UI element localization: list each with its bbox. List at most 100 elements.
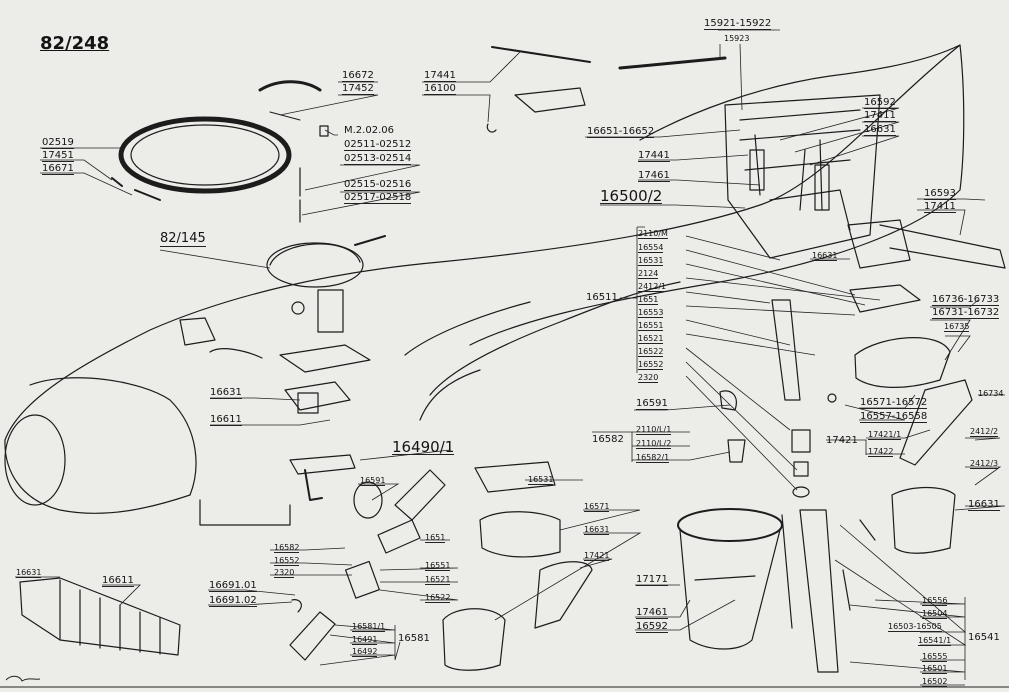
part-label: 16735: [944, 322, 970, 332]
assembly-reference-16490: 16490/1: [392, 438, 455, 456]
part-label: 16522: [425, 593, 451, 603]
part-label: 16631: [864, 124, 896, 136]
part-label: 2412/2: [970, 427, 999, 437]
part-label: 16691.01: [209, 580, 257, 592]
part-label: 16521: [638, 334, 664, 344]
part-label: 16552: [638, 360, 664, 370]
part-label: 16582: [274, 543, 300, 553]
part-label: 16672: [342, 70, 374, 82]
part-label: 2110/M: [638, 229, 668, 239]
part-label: 16591: [636, 398, 668, 410]
part-label: 17452: [342, 83, 374, 95]
right-side-parts: [719, 219, 1006, 554]
part-label: 17421/1: [868, 430, 902, 440]
seat-pan-left: [19, 577, 181, 656]
part-label: 16571-16572: [860, 397, 928, 409]
telescopic-unit: [771, 299, 811, 498]
cockpit-panel: [279, 344, 371, 414]
assembly-reference-16500: 16500/2: [600, 187, 663, 205]
part-label: 16531: [528, 475, 554, 485]
part-label: 1651: [638, 295, 659, 305]
cartridge-16581: [289, 611, 336, 661]
part-label: 2320: [638, 373, 659, 383]
part-label: 16631: [210, 387, 242, 399]
part-label: 16592: [864, 97, 896, 109]
part-label: 16511: [586, 292, 618, 303]
part-label: 16592: [636, 621, 668, 633]
part-label: 16541: [968, 632, 1000, 643]
rod-15921: [618, 56, 727, 70]
drawing-number: 82/248: [40, 33, 110, 54]
part-label: 16491: [352, 635, 378, 645]
cylinder-17171: [677, 508, 783, 650]
part-label: 16501: [922, 664, 948, 674]
part-label: 16555: [922, 652, 948, 662]
part-label: 16736-16733: [932, 294, 1000, 306]
part-label: 16731-16732: [932, 307, 1000, 319]
part-label: 2412/3: [970, 459, 999, 469]
part-label: 02511-02512: [344, 139, 412, 151]
part-label: 16581: [398, 633, 430, 644]
part-label: 02519: [42, 137, 74, 149]
part-label: 16504: [922, 609, 948, 619]
part-label: 2110/L/1: [636, 425, 672, 435]
part-label: 17441: [638, 150, 670, 162]
part-label: 16552: [274, 556, 300, 566]
bracket-17441: [514, 87, 586, 113]
part-label: 16502: [922, 677, 948, 687]
part-label: 16631: [812, 251, 838, 261]
part-label: 17461: [638, 170, 670, 182]
part-label: 16551: [425, 561, 451, 571]
part-label: 16671: [42, 163, 74, 175]
part-label: 16521: [425, 575, 451, 585]
part-label: 02513-02514: [344, 153, 412, 165]
part-label: 16611: [210, 414, 242, 426]
part-label: M.2.02.06: [344, 125, 394, 136]
part-label: 16551: [638, 321, 664, 331]
part-label: 16554: [638, 243, 664, 253]
part-label: 17421: [826, 435, 858, 446]
part-label: 16531: [638, 256, 664, 266]
part-label: 16582: [592, 434, 624, 445]
part-label: 16593: [924, 188, 956, 200]
part-label: 2412/1: [638, 282, 667, 292]
part-label: 17441: [424, 70, 456, 82]
part-label: 16651-16652: [587, 126, 655, 138]
canopy-ring: [118, 116, 292, 194]
part-label: 16503-16505: [888, 622, 942, 632]
part-label: 16557-16558: [860, 411, 928, 423]
radio-unit: [266, 235, 386, 333]
part-label: 16522: [638, 347, 664, 357]
fasteners: [111, 125, 329, 223]
part-label: 1651: [425, 533, 446, 543]
part-label: 16492: [352, 647, 378, 657]
canister-16631-bottom: [442, 608, 506, 671]
part-label: 02517-02518: [344, 192, 412, 204]
part-label: 16611: [102, 575, 134, 587]
part-label: 02515-02516: [344, 179, 412, 191]
part-label: 17461: [636, 607, 668, 619]
part-label: 17411: [924, 201, 956, 213]
part-label: 17421: [584, 551, 610, 561]
part-label: 16556: [922, 596, 948, 606]
part-label: 16553: [638, 308, 664, 318]
part-label: 15921-15922: [704, 18, 772, 30]
part-label: 16631: [16, 568, 42, 578]
part-label: 17411: [864, 110, 896, 122]
center-parts: [291, 461, 593, 629]
part-label: 16582/1: [636, 453, 670, 463]
part-label: 16100: [424, 83, 456, 95]
part-label: 16631: [968, 499, 1000, 511]
part-label: 17171: [636, 574, 668, 586]
rod-16541: [781, 509, 876, 673]
part-label: 16631: [584, 525, 610, 535]
part-label: 16591: [360, 476, 386, 486]
rod-16100: [491, 46, 591, 63]
part-label: 2320: [274, 568, 295, 578]
part-label: 17451: [42, 150, 74, 162]
bracket-16490: [289, 454, 356, 501]
part-label: 16571: [584, 502, 610, 512]
bracket-16672: [258, 80, 322, 92]
part-label: 16734: [978, 389, 1004, 398]
